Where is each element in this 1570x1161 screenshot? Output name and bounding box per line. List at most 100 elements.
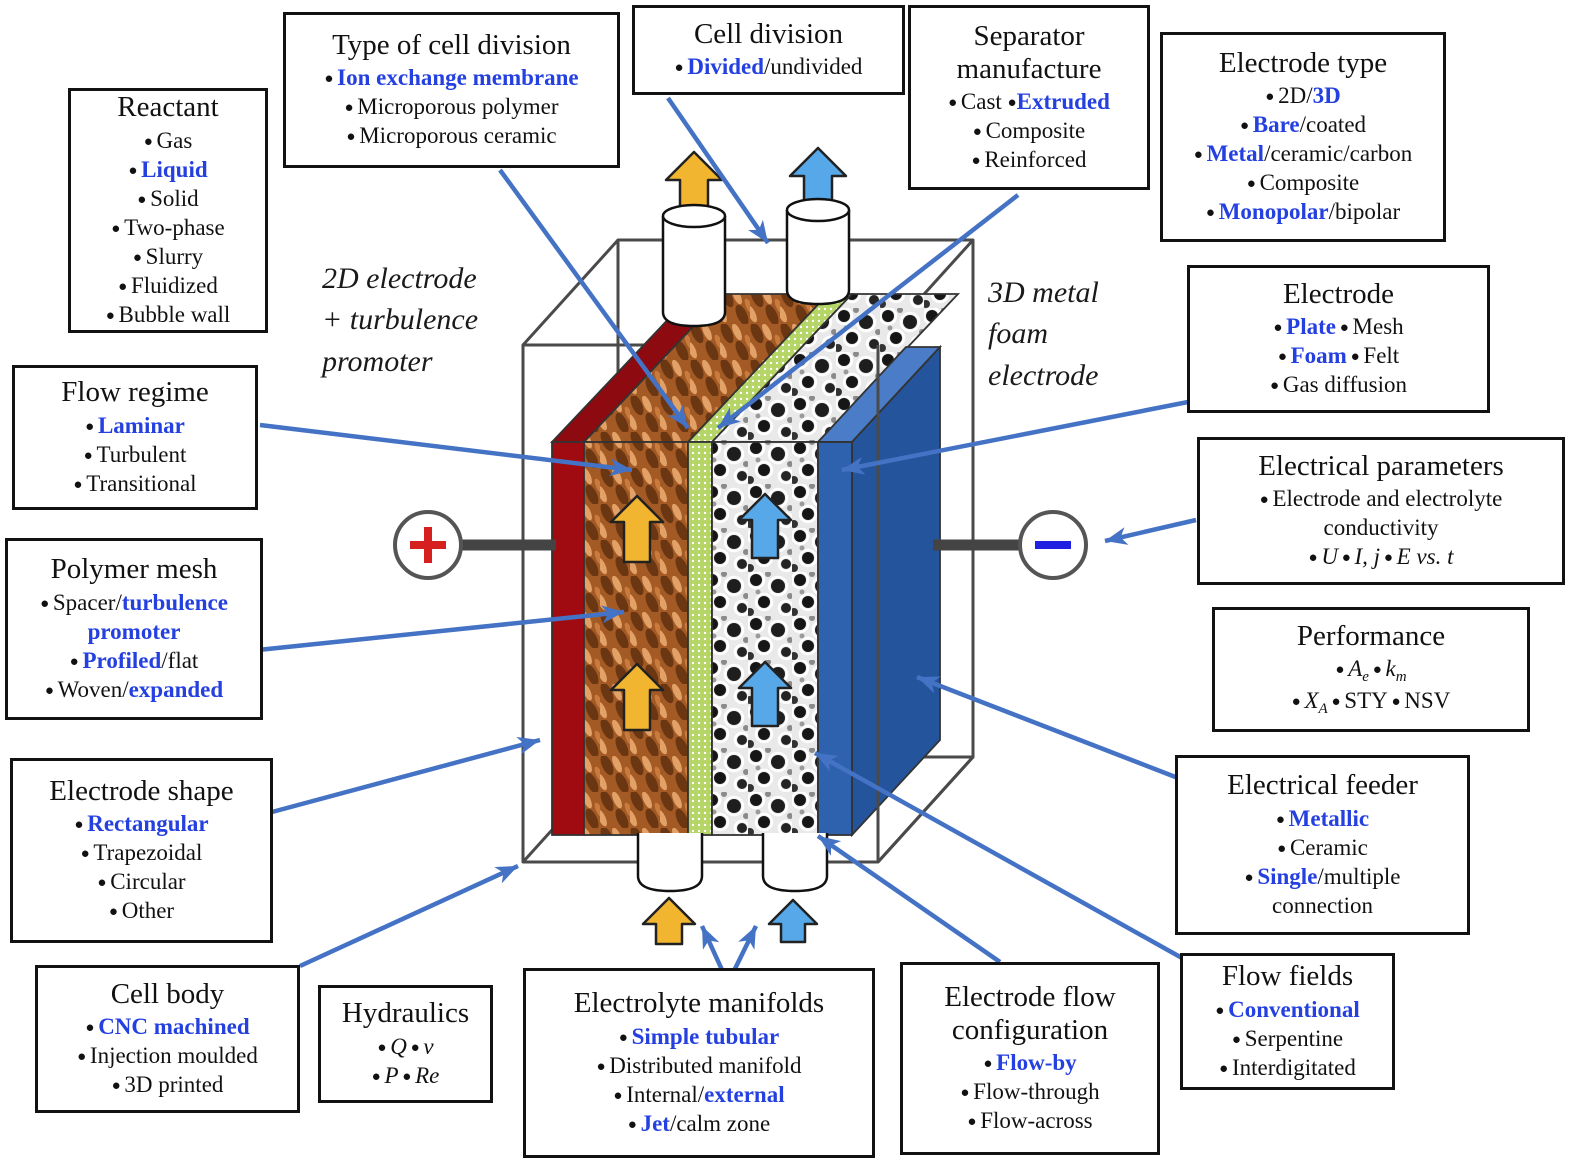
box-item: ● Gas	[143, 127, 193, 153]
box-item: ● 3D printed	[111, 1072, 224, 1098]
box-item: ● Ae ● km	[1335, 656, 1407, 686]
box-item: ● Rectangular	[74, 811, 209, 837]
label-2d-electrode: 2D electrode + turbulence promoter	[322, 262, 479, 378]
up-arrow-icon	[609, 494, 665, 564]
box-title-electrode-flow-configuration: Electrode flow configuration	[944, 981, 1116, 1046]
box-item: ● Turbulent	[83, 441, 187, 467]
box-flow-fields: Flow fields● Conventional● Serpentine● I…	[1180, 953, 1395, 1090]
outlet-flow-arrows	[664, 146, 848, 216]
connector-electrical-parameters	[1104, 517, 1197, 545]
box-item: ● Slurry	[132, 243, 204, 269]
box-performance: Performance● Ae ● km● XA ● STY ● NSV	[1212, 607, 1530, 732]
box-item: ● Q ● v	[377, 1033, 434, 1059]
positive-terminal	[393, 510, 556, 580]
connector-electrode	[841, 399, 1189, 475]
box-item: ● Profiled/flat	[69, 647, 199, 673]
box-item: ● Woven/expanded	[44, 676, 224, 702]
box-item: ● Transitional	[73, 470, 197, 496]
box-cell-division: Cell division ● Divided/undivided	[632, 5, 905, 95]
plus-icon	[410, 527, 446, 563]
box-item: ● Circular	[97, 869, 186, 895]
box-title-type-of-cell-division: Type of cell division	[332, 28, 571, 61]
connector-cell-division	[666, 96, 770, 245]
box-item: ● U ● I, j ● E vs. t	[1308, 544, 1454, 570]
box-electrode-type: Electrode type ● 2D/3D ● Bare/coated ● Meta…	[1160, 32, 1446, 242]
box-item: connection	[1272, 892, 1373, 918]
box-title-electrical-feeder: Electrical feeder	[1227, 769, 1418, 802]
box-item: ● Flow-by	[983, 1050, 1077, 1076]
box-title-electrode-shape: Electrode shape	[49, 774, 234, 807]
internal-flow-arrows	[609, 492, 793, 732]
connector-electrode-shape	[271, 737, 541, 815]
box-item: ● Ion exchange membrane	[324, 65, 579, 91]
box-title-flow-regime: Flow regime	[61, 376, 209, 409]
box-item: ● Fluidized	[118, 272, 218, 298]
box-electrode-shape: Electrode shape● Rectangular● Trapezoida…	[10, 758, 273, 943]
up-arrow-icon	[737, 660, 793, 728]
catholyte-in-arrow-icon	[767, 898, 819, 944]
box-item: ● Foam ● Felt	[1277, 343, 1400, 369]
box-electrode: Electrode● Plate ● Mesh● Foam ● Felt● Ga…	[1187, 265, 1490, 413]
box-title-separator-manufacture: Separator manufacture	[956, 20, 1102, 85]
connector-flow-fields	[813, 751, 1184, 960]
box-item: ● Jet/calm zone	[627, 1110, 771, 1136]
connector-flow-regime	[259, 422, 633, 477]
label-3d-foam-electrode: 3D metal foam electrode	[988, 276, 1099, 392]
box-title-cell-body: Cell body	[110, 977, 225, 1010]
box-title-cell-division: Cell division	[693, 17, 844, 50]
connector-polymer-mesh	[257, 605, 625, 653]
box-flow-regime: Flow regime ● Laminar ● Turbulent ● Transit…	[12, 365, 258, 510]
up-arrow-icon	[609, 662, 665, 732]
box-item: promoter	[87, 618, 181, 644]
box-title-performance: Performance	[1296, 619, 1446, 652]
wireframe-front-overlay	[876, 345, 975, 864]
box-title-flow-fields: Flow fields	[1221, 960, 1354, 993]
box-item: ● Serpentine	[1231, 1025, 1344, 1051]
box-electrical-feeder: Electrical feeder● Metallic● Ceramic● Si…	[1175, 755, 1470, 935]
box-item: ● CNC machined	[85, 1014, 250, 1040]
up-arrow-icon	[737, 492, 793, 560]
box-item: ● Interdigitated	[1219, 1054, 1356, 1080]
connector-electrical-feeder	[916, 674, 1179, 781]
box-electrolyte-manifolds: Electrolyte manifolds● Simple tubular● D…	[523, 968, 875, 1158]
box-type-of-cell-division: Type of cell division ● Ion exchange memb…	[283, 12, 620, 168]
connector-cell-body	[299, 863, 519, 969]
box-separator-manufacture: Separator manufacture● Cast ●Extruded● C…	[908, 5, 1150, 190]
box-item: ● Single/multiple	[1244, 863, 1401, 889]
box-item: ● Injection moulded	[77, 1043, 258, 1069]
box-title-hydraulics: Hydraulics	[341, 997, 470, 1030]
box-item: conductivity	[1323, 515, 1439, 541]
box-item: ● Bare/coated	[1239, 112, 1367, 138]
box-item: ● P ● Re	[371, 1062, 440, 1088]
box-item: ● Laminar	[85, 412, 185, 438]
box-item: ● Divided/undivided	[674, 54, 863, 80]
box-item: ● Flow-through	[960, 1078, 1100, 1104]
box-item: ● Metallic	[1275, 805, 1370, 831]
box-title-electrode-type: Electrode type	[1218, 46, 1388, 79]
box-item: ● Plate ● Mesh	[1273, 314, 1404, 340]
ion-exchange-membrane	[687, 441, 713, 836]
box-item: ● Metal/ceramic/carbon	[1193, 141, 1413, 167]
box-item: ● Spacer/turbulence	[40, 589, 228, 615]
anolyte-in-arrow-icon	[641, 896, 697, 946]
box-item: ● 2D/3D	[1265, 83, 1341, 109]
inlet-ports	[636, 833, 829, 893]
box-cell-body: Cell body ● CNC machined ● Injection mould…	[35, 965, 300, 1113]
box-reactant: Reactant● Gas● Liquid● Solid● Two-phase●…	[68, 88, 268, 333]
box-item: ● Flow-across	[967, 1107, 1093, 1133]
box-title-reactant: Reactant	[117, 91, 219, 124]
connector-arrows	[257, 96, 1197, 984]
box-item: ● Bubble wall	[105, 301, 231, 327]
box-item: ● Two-phase	[111, 214, 225, 240]
negative-terminal	[933, 510, 1088, 580]
box-item: ● Composite	[1246, 170, 1360, 196]
connector-electrode-flow-configuration	[816, 834, 1002, 964]
box-title-electrode: Electrode	[1282, 277, 1395, 310]
box-item: ● Monopolar/bipolar	[1205, 199, 1401, 225]
box-item: ● Reinforced	[971, 146, 1087, 172]
box-hydraulics: Hydraulics ● Q ● v ● P ● Re	[318, 985, 493, 1103]
box-item: ● Internal/external	[613, 1081, 785, 1107]
connector-type-of-cell-division	[498, 168, 690, 430]
